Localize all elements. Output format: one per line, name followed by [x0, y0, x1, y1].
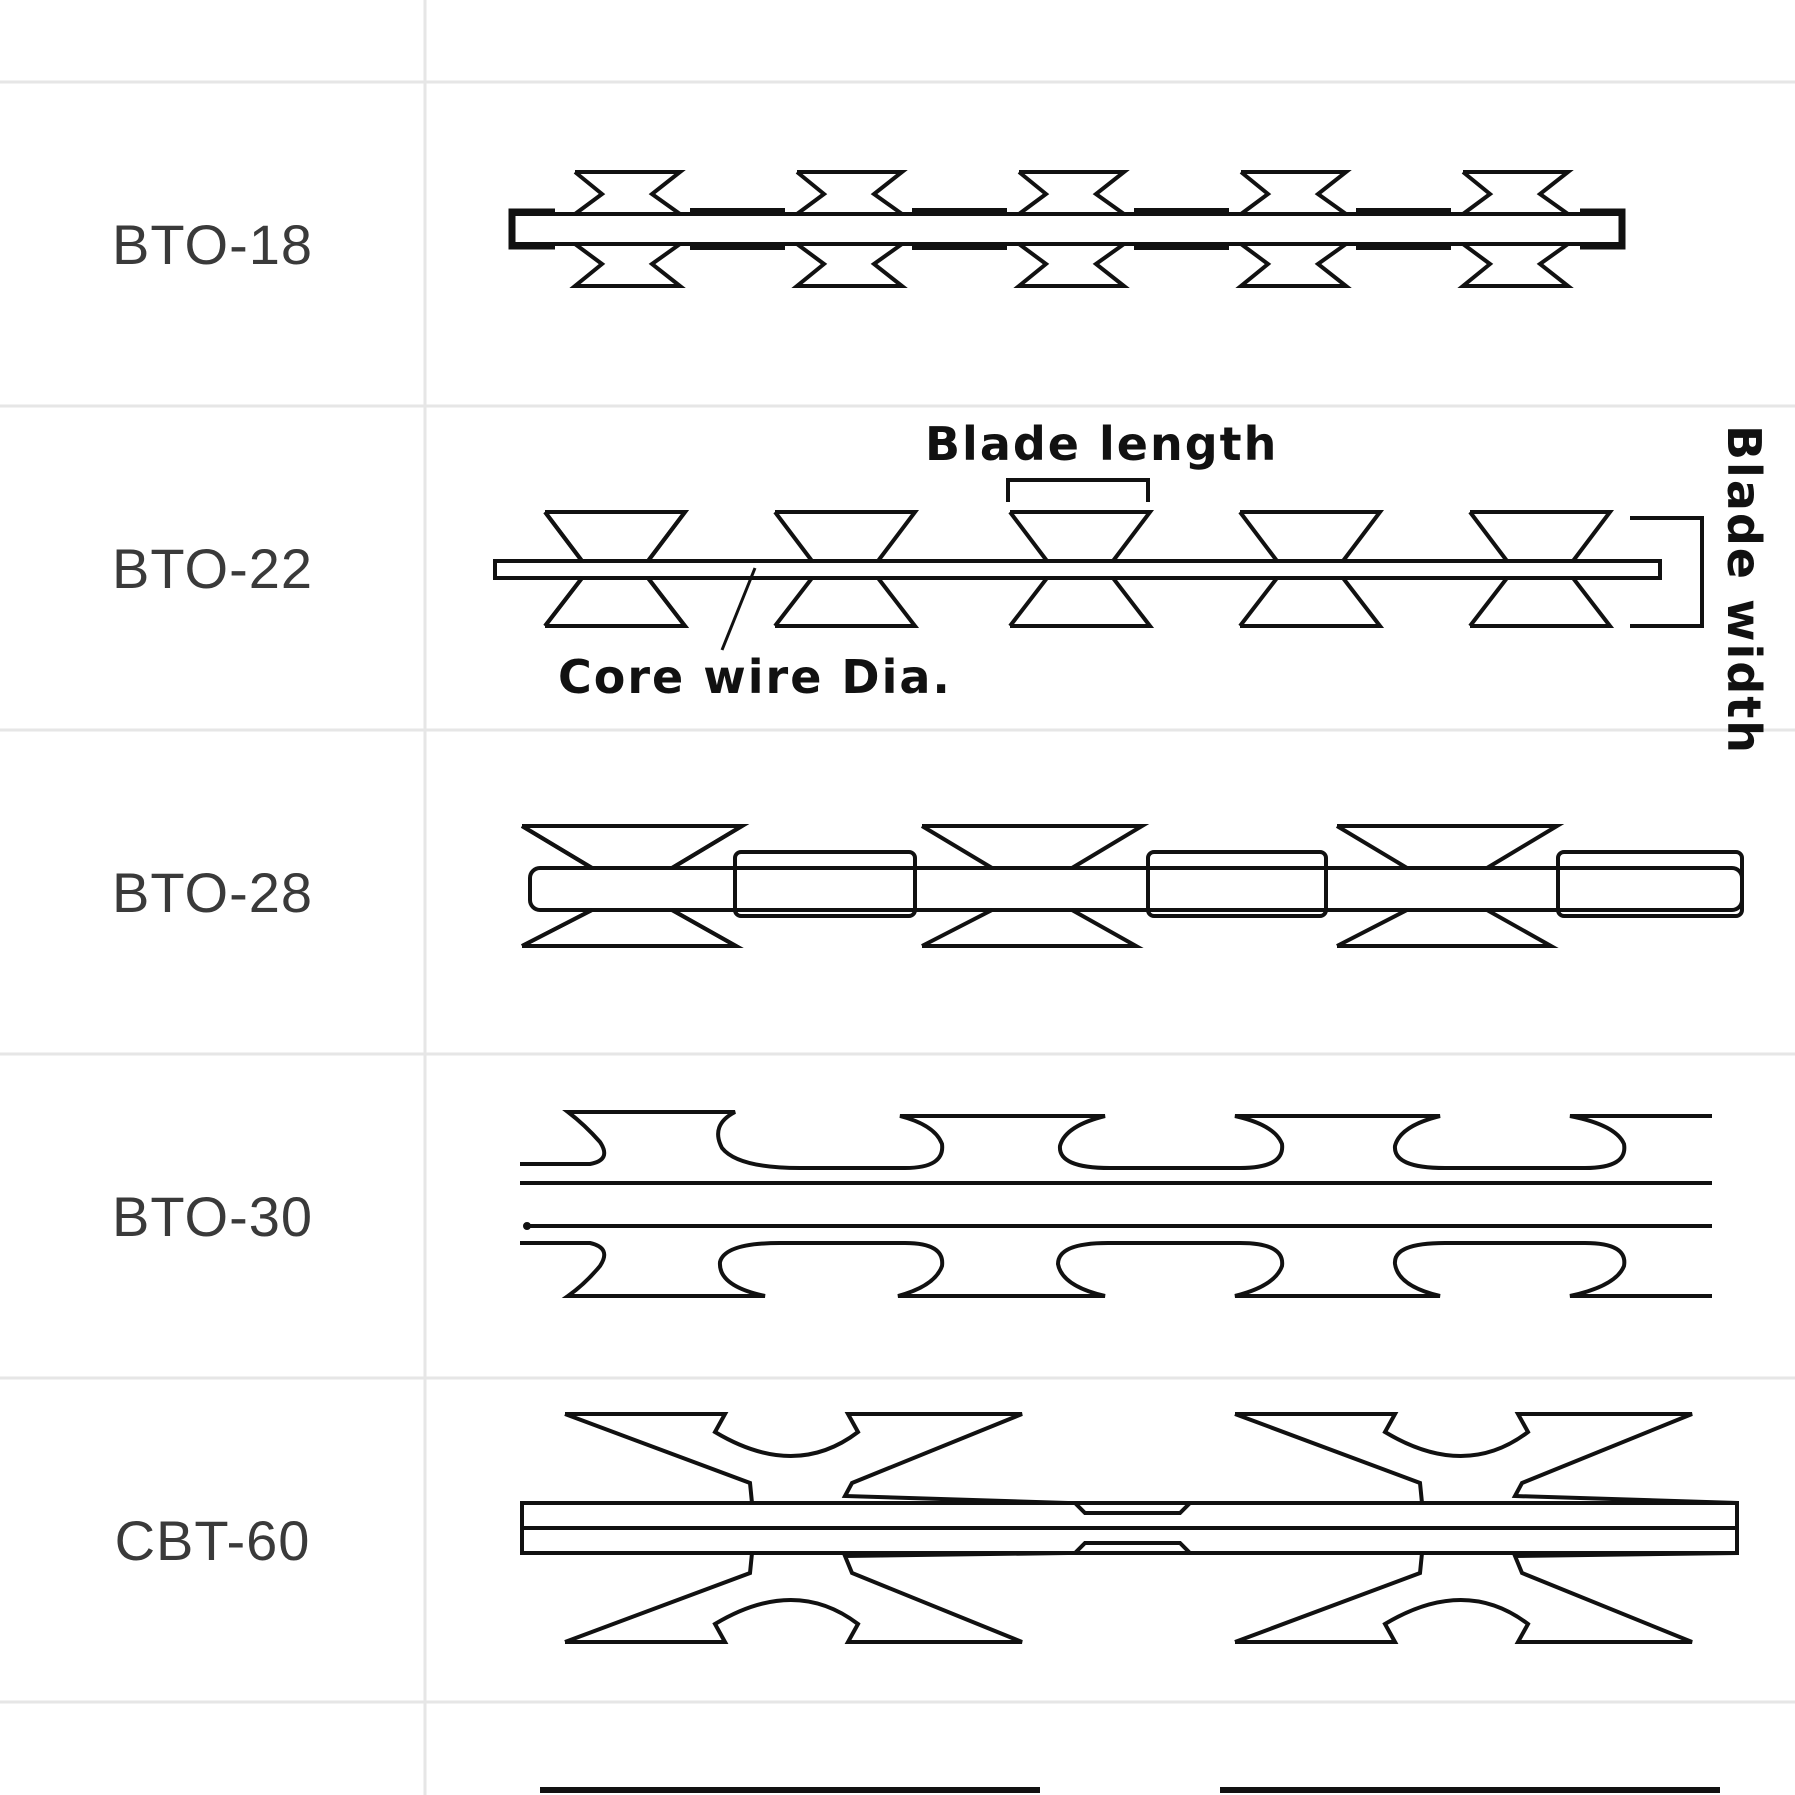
model-label: CBT-60 [114, 1508, 311, 1572]
bto-30-drawing [520, 1110, 1712, 1298]
row-label-cell: BTO-18 [0, 82, 425, 406]
core-wire-end-left [508, 208, 555, 250]
core-wire-joint [1073, 1501, 1192, 1555]
model-label: BTO-30 [111, 1184, 314, 1248]
model-label: BTO-28 [111, 860, 314, 924]
core-wire-end-right [1580, 208, 1626, 250]
blade-barb [569, 170, 686, 288]
core-wire-leader-line [720, 567, 757, 651]
core-wire [493, 559, 1662, 580]
blade-length-bracket [1006, 478, 1150, 502]
connector-plate [1556, 850, 1744, 918]
top-blade-ribbon [520, 1110, 1712, 1170]
row-label-cell: BTO-22 [0, 406, 425, 730]
core-wire-label: Core wire Dia. [558, 650, 952, 704]
connector-plate [733, 850, 917, 918]
model-label: BTO-18 [111, 212, 314, 276]
model-label: BTO-22 [111, 536, 314, 600]
blade-barb [543, 510, 690, 628]
connector-plate [1146, 850, 1328, 918]
cbt-60-drawing [520, 1412, 1740, 1644]
blade-length-label: Blade length [925, 417, 1278, 471]
row-label-cell: CBT-60 [0, 1378, 425, 1702]
bottom-blade-ribbon [520, 1241, 1712, 1298]
row-label-cell: BTO-28 [0, 730, 425, 1054]
bto-28-drawing [520, 824, 1744, 948]
blade-width-label: Blade width [1717, 425, 1771, 755]
blade-cluster [564, 1412, 1069, 1644]
bto-22-drawing [493, 478, 1704, 651]
blade-width-bracket [1630, 516, 1704, 628]
core-wire [528, 866, 1744, 912]
bto-18-drawing [508, 170, 1626, 288]
row-label-cell: BTO-30 [0, 1054, 425, 1378]
